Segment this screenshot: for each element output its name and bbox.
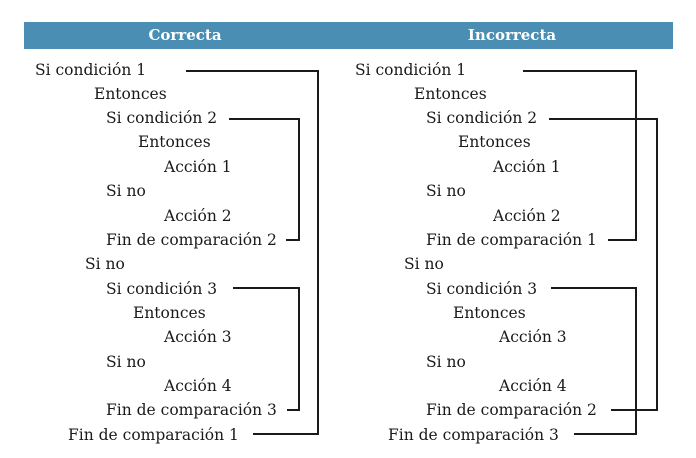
incorrect-line-entonces-2: Entonces bbox=[458, 133, 531, 151]
correct-line-si-condicion-2: Si condición 2 bbox=[106, 109, 218, 127]
incorrect-line-entonces-3: Entonces bbox=[453, 304, 526, 322]
correct-line-si-no-3: Si no bbox=[106, 353, 146, 371]
correct-column-header: Correcta bbox=[148, 26, 222, 44]
correct-line-si-condicion-1: Si condición 1 bbox=[35, 61, 147, 79]
incorrect-bracket-2 bbox=[549, 118, 658, 411]
incorrect-line-accion-1: Acción 1 bbox=[493, 158, 561, 176]
correct-line-accion-3: Acción 3 bbox=[164, 328, 232, 346]
correct-bracket-inner-1 bbox=[229, 118, 300, 241]
correct-line-si-no-1: Si no bbox=[106, 182, 146, 200]
correct-line-entonces-1: Entonces bbox=[94, 85, 167, 103]
incorrect-line-fin-2: Fin de comparación 2 bbox=[426, 401, 597, 419]
correct-line-fin-3: Fin de comparación 3 bbox=[106, 401, 277, 419]
incorrect-line-fin-3: Fin de comparación 3 bbox=[388, 426, 559, 444]
incorrect-bracket-3 bbox=[551, 287, 637, 435]
correct-line-fin-2: Fin de comparación 2 bbox=[106, 231, 277, 249]
correct-line-si-condicion-3: Si condición 3 bbox=[106, 280, 218, 298]
incorrect-column-header: Incorrecta bbox=[467, 26, 557, 44]
incorrect-line-accion-4: Acción 4 bbox=[499, 377, 567, 395]
correct-line-accion-4: Acción 4 bbox=[164, 377, 232, 395]
incorrect-line-si-condicion-2: Si condición 2 bbox=[426, 109, 538, 127]
correct-bracket-outer bbox=[186, 70, 319, 435]
incorrect-line-si-condicion-3: Si condición 3 bbox=[426, 280, 538, 298]
correct-line-entonces-3: Entonces bbox=[133, 304, 206, 322]
incorrect-line-si-no-2: Si no bbox=[404, 255, 444, 273]
incorrect-line-accion-3: Acción 3 bbox=[499, 328, 567, 346]
correct-line-accion-2: Acción 2 bbox=[164, 207, 232, 225]
table-header-bar bbox=[24, 22, 673, 49]
incorrect-line-entonces-1: Entonces bbox=[414, 85, 487, 103]
correct-line-fin-1: Fin de comparación 1 bbox=[68, 426, 239, 444]
correct-line-accion-1: Acción 1 bbox=[164, 158, 232, 176]
incorrect-line-si-condicion-1: Si condición 1 bbox=[355, 61, 467, 79]
correct-line-si-no-2: Si no bbox=[85, 255, 125, 273]
incorrect-line-si-no-3: Si no bbox=[426, 353, 466, 371]
incorrect-line-accion-2: Acción 2 bbox=[493, 207, 561, 225]
incorrect-line-si-no-1: Si no bbox=[426, 182, 466, 200]
incorrect-bracket-1 bbox=[523, 70, 637, 241]
correct-bracket-inner-2 bbox=[233, 287, 300, 411]
correct-line-entonces-2: Entonces bbox=[138, 133, 211, 151]
incorrect-line-fin-1: Fin de comparación 1 bbox=[426, 231, 597, 249]
